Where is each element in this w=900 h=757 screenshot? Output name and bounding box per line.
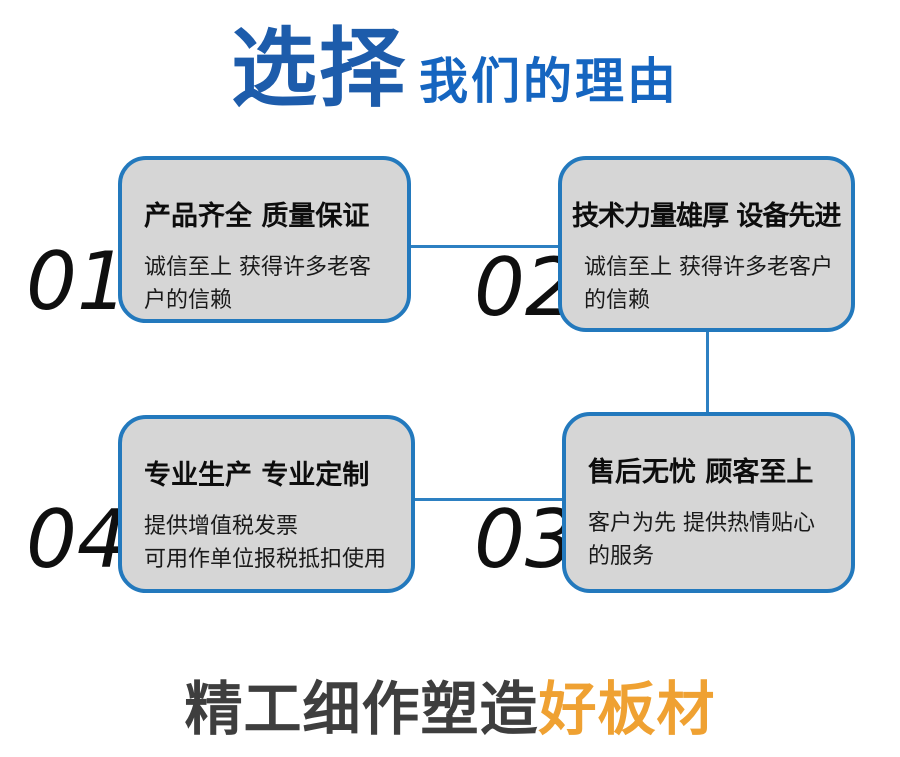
feature-card-1: 产品齐全 质量保证 诚信至上 获得许多老客户的信赖 xyxy=(118,156,411,323)
feature-card-4: 专业生产 专业定制 提供增值税发票 可用作单位报税抵扣使用 xyxy=(118,415,415,593)
page-title-rest: 我们的理由 xyxy=(419,53,680,111)
feature-card-2-title: 技术力量雄厚 设备先进 xyxy=(572,201,841,232)
feature-card-1-title: 产品齐全 质量保证 xyxy=(144,201,370,232)
feature-card-2: 技术力量雄厚 设备先进 诚信至上 获得许多老客户的信赖 xyxy=(558,156,855,332)
footer-slogan-dark: 精工细作塑造 xyxy=(184,675,539,743)
footer-slogan: 精工细作塑造好板材 xyxy=(0,675,900,743)
feature-card-4-title: 专业生产 专业定制 xyxy=(144,460,370,491)
feature-card-3-desc: 客户为先 提供热情贴心的服务 xyxy=(588,511,815,569)
step-number-03: 03 xyxy=(474,493,576,586)
connector-card4-card3 xyxy=(412,498,564,501)
step-number-04: 04 xyxy=(26,493,128,586)
connector-card1-card2 xyxy=(408,245,560,248)
connector-card2-card3 xyxy=(706,330,709,414)
step-number-01: 01 xyxy=(26,235,128,328)
page-title: 选择 我们的理由 xyxy=(231,19,680,119)
page-title-highlight: 选择 xyxy=(231,19,407,119)
feature-card-3: 售后无忧 顾客至上 客户为先 提供热情贴心的服务 xyxy=(562,412,855,593)
feature-card-2-desc: 诚信至上 获得许多老客户的信赖 xyxy=(584,255,833,313)
footer-slogan-accent: 好板材 xyxy=(538,675,716,743)
feature-card-3-title: 售后无忧 顾客至上 xyxy=(588,457,814,488)
feature-card-4-desc: 提供增值税发票 可用作单位报税抵扣使用 xyxy=(144,514,387,572)
feature-card-1-desc: 诚信至上 获得许多老客户的信赖 xyxy=(144,255,371,313)
